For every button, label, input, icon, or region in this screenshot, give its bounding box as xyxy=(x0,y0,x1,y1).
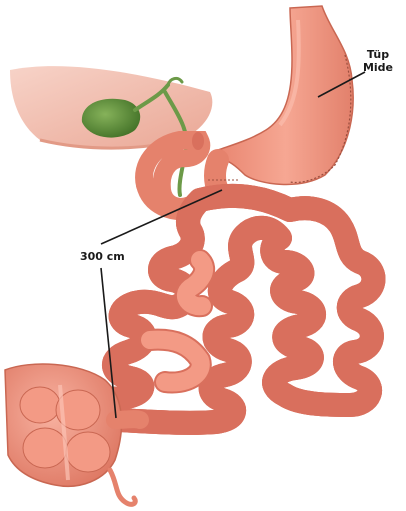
tube-stomach-label-line1: Tüp xyxy=(367,48,389,61)
tube-stomach-label-line2: Mide xyxy=(363,61,393,74)
small-intestine-loops xyxy=(105,196,374,423)
tube-stomach xyxy=(218,6,353,184)
ileocolic-junction xyxy=(115,419,140,420)
bypass-length-label: 300 cm xyxy=(80,250,125,263)
